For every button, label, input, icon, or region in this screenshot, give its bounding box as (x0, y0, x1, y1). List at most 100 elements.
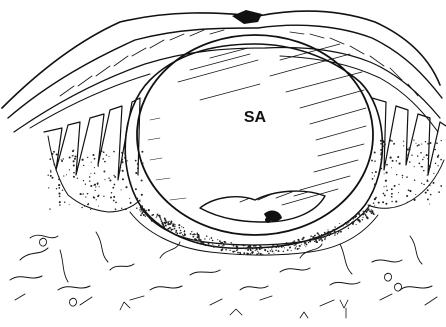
stipple-dot (198, 234, 200, 236)
stipple-dot (393, 143, 395, 145)
stipple-dot (295, 247, 296, 248)
stipple-dot (84, 206, 85, 207)
stipple-dot (350, 220, 351, 221)
stipple-dot (247, 246, 248, 247)
stipple-dot (223, 244, 225, 246)
stipple-dot (381, 162, 382, 163)
stipple-dot (102, 158, 104, 160)
stipple-dot (49, 208, 50, 209)
stipple-dot (63, 186, 64, 187)
stipple-dot (423, 157, 424, 158)
stipple-dot (96, 199, 97, 200)
stipple-dot (192, 234, 193, 235)
stipple-dot (408, 189, 410, 191)
stipple-dot (111, 192, 113, 194)
stipple-dot (98, 206, 99, 207)
central-gap-notch (232, 10, 262, 24)
stipple-dot (297, 242, 299, 244)
stipple-dot (386, 190, 388, 192)
stipple-dot (305, 246, 306, 247)
stipple-dot (212, 244, 213, 245)
stipple-dot (90, 209, 91, 210)
stipple-dot (197, 242, 198, 243)
stipple-dot (95, 186, 96, 187)
stipple-dot (324, 236, 326, 238)
stipple-dot (109, 179, 111, 181)
stipple-dot (183, 227, 184, 228)
stipple-dot (357, 219, 359, 221)
capsule-outer-ring (125, 44, 382, 248)
stipple-dot (141, 151, 143, 153)
stipple-dot (391, 193, 393, 195)
stipple-dot (135, 160, 137, 162)
stipple-dot (348, 222, 349, 223)
stipple-dot (374, 205, 375, 206)
stipple-dot (337, 233, 338, 234)
stipple-dot (320, 237, 321, 238)
stipple-dot (204, 244, 206, 246)
stipple-dot (50, 170, 51, 171)
stipple-dot (418, 163, 420, 165)
stipple-dot (137, 167, 139, 169)
stipple-dot (317, 237, 319, 239)
stipple-dot (69, 204, 70, 205)
cyst-sphere (137, 35, 373, 235)
stipple-dot (113, 151, 115, 153)
stipple-dot (122, 178, 124, 180)
stipple-dot (289, 246, 291, 248)
stipple-dot (380, 143, 382, 145)
stipple-dot (358, 220, 360, 222)
stipple-dot (275, 249, 277, 251)
stipple-dot (422, 159, 424, 161)
stipple-dot (316, 241, 318, 243)
stipple-dot (402, 175, 404, 177)
stipple-dot (99, 186, 100, 187)
stipple-dot (427, 189, 429, 191)
stipple-dot (106, 154, 107, 155)
stipple-dot (156, 217, 157, 218)
stipple-dot (121, 161, 123, 163)
stipple-dot (318, 239, 320, 241)
stipple-dot (384, 143, 386, 145)
stipple-dot (148, 209, 150, 211)
stipple-dot (236, 246, 238, 248)
stipple-dot (52, 177, 54, 179)
stipple-dot (153, 214, 155, 216)
basal-fold (200, 191, 325, 223)
stipple-dot (174, 224, 175, 225)
stipple-dot (270, 250, 271, 251)
stipple-dot (391, 167, 392, 168)
stipple-dot (114, 176, 116, 178)
stipple-dot (92, 154, 94, 156)
stipple-dot (372, 178, 374, 180)
stipple-dot (97, 182, 99, 184)
stipple-dot (374, 198, 376, 200)
stipple-dot (69, 156, 71, 158)
stipple-dot (261, 248, 262, 249)
stipple-dot (391, 196, 393, 198)
stipple-dot (429, 203, 430, 204)
stipple-dot (83, 180, 84, 181)
stipple-dot (312, 238, 314, 240)
stipple-dot (48, 187, 49, 188)
stipple-dot (287, 243, 289, 245)
stipple-dot (304, 242, 306, 244)
stipple-dot (81, 207, 82, 208)
stipple-dot (192, 236, 194, 238)
stipple-dot (225, 249, 227, 251)
stipple-dot (324, 232, 326, 234)
stipple-dot (329, 235, 330, 236)
stipple-dot (249, 254, 250, 255)
stipple-dot (49, 158, 51, 160)
stipple-dot (427, 198, 429, 200)
stipple-dot (90, 185, 92, 187)
stipple-dot (58, 187, 60, 189)
stipple-dot (426, 154, 428, 156)
stipple-dot (101, 150, 102, 151)
stipple-dot (267, 251, 269, 253)
stipple-dot (398, 184, 399, 185)
stipple-dot (395, 201, 397, 203)
stipple-dot (160, 219, 161, 220)
stipple-dot (427, 175, 428, 176)
stipple-dot (321, 238, 322, 239)
